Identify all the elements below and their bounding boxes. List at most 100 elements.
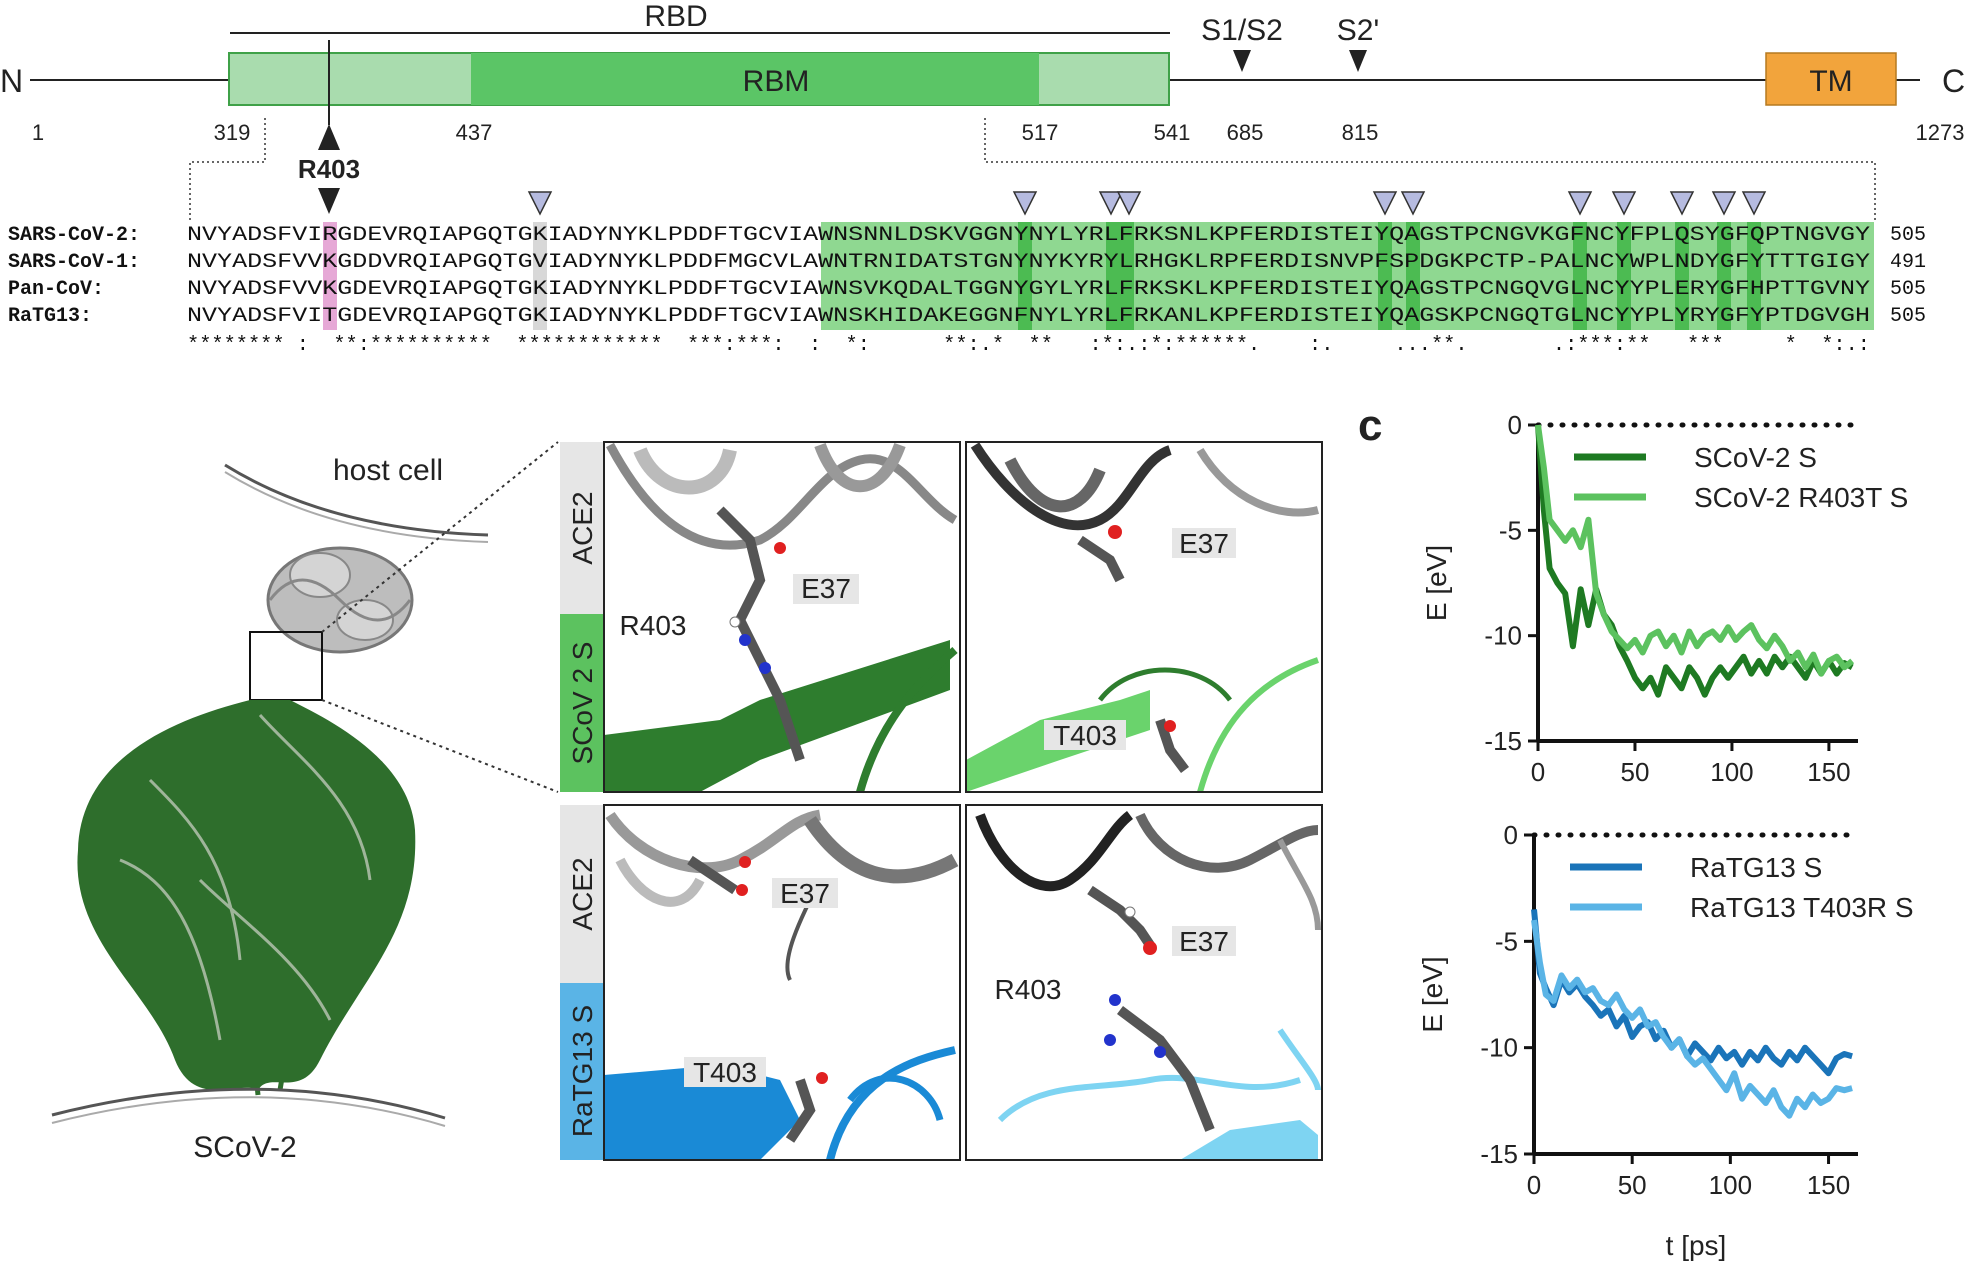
interface-panel-ratg13-t403: E37 T403 [603,804,961,1161]
position-517: 517 [1022,120,1059,145]
alignment-row-name: Pan-CoV: [8,278,104,301]
e37-residue-label: E37 [1179,926,1229,957]
r403-residue-label: R403 [995,974,1062,1005]
contact-marker-icon [1012,191,1038,216]
series-line-1 [1535,424,1855,677]
x-tick-label: 50 [1621,757,1650,787]
tm-label: TM [1809,65,1852,98]
s2prime-cleavage-arrow [1349,50,1367,72]
y-tick-label: -5 [1499,515,1522,545]
contact-marker-icon [1116,191,1142,216]
contact-marker-icon [1611,191,1637,216]
contact-marker-icon [527,191,553,216]
contact-column-4 [1406,222,1420,330]
virus-membrane [51,1087,446,1120]
c-terminus-label: C [1942,63,1965,99]
y-tick-label: 0 [1504,820,1518,850]
s1s2-cleavage-arrow [1233,50,1251,72]
host-cell-label: host cell [333,454,443,487]
position-685: 685 [1227,120,1264,145]
zoom-guide-right [984,118,1876,222]
e37-residue-label: E37 [801,573,851,604]
t403-residue-label: T403 [1053,720,1117,751]
ace2-tab-label: ACE2 [567,857,598,930]
series-line-0 [1535,424,1854,698]
ratg13-s-tab-label: RaTG13 S [567,1005,598,1137]
s1s2-label: S1/S2 [1201,14,1283,47]
position-437: 437 [456,120,493,145]
ace2-tab [560,442,604,614]
alignment-row-end: 505 [1890,278,1926,301]
position-1273: 1273 [1916,120,1965,145]
interface-panel-ratg13-r403: E37 R403 [965,804,1323,1161]
position-319: 319 [214,120,251,145]
contact-markers [527,191,1767,216]
panel-c-label: c [1358,401,1382,450]
domain-map: N C RBD RBM TM S1/S2 S2' R403 1 319 437 … [0,0,1965,222]
x-axis-label: t [ps] [1666,1230,1727,1261]
ace2-structure [266,546,414,654]
s2prime-label: S2' [1337,14,1379,47]
zoom-guide-top [321,441,559,633]
contact-column-5 [1573,222,1587,330]
contact-column-1 [1018,222,1032,330]
alignment-row-sequence: NVYADSFVVKGDDVRQIAPGQTGVIADYNYKLPDDFMGCV… [187,251,1870,274]
series-line-1 [1531,919,1853,1119]
x-tick-label: 50 [1618,1170,1647,1200]
alignment-row-name: SARS-CoV-1: [8,251,140,274]
alignment-row-sequence: NVYADSFVIRGDEVRQIAPGQTGKIADYNYKLPDDFTGCV… [187,224,1870,247]
position-1: 1 [32,120,44,145]
contact-column-9 [1747,222,1761,330]
alignment-row-name: SARS-CoV-2: [8,224,140,247]
legend-label: SCoV-2 S [1694,442,1817,473]
y-tick-label: -10 [1480,1033,1518,1063]
y-tick-label: -10 [1484,621,1522,651]
zoom-guide-left [189,118,266,222]
alignment-row-sequence: NVYADSFVITGDEVRQIAPGQTGKIADYNYKLPDDFTGCV… [187,305,1870,328]
alignment-row-end: 505 [1890,305,1926,328]
r403-residue-label: R403 [620,610,687,641]
k417-column-highlight [533,222,547,330]
contact-column-8 [1717,222,1731,330]
y-tick-label: -15 [1480,1139,1518,1169]
x-tick-label: 100 [1710,757,1753,787]
y-tick-label: 0 [1508,410,1522,440]
e37-residue-label: E37 [780,878,830,909]
position-541: 541 [1154,120,1191,145]
contact-column-3 [1378,222,1392,330]
sequence-alignment: SARS-CoV-2: NVYADSFVIRGDEVRQIAPGQTGKIADY… [8,191,1926,357]
r403-down-arrow [318,188,340,214]
interface-panel-scov2-t403: E37 T403 [965,441,1323,793]
ratg13-s-tab [560,983,604,1160]
contact-marker-icon [1098,191,1124,216]
contact-marker-icon [1669,191,1695,216]
x-tick-label: 150 [1807,1170,1850,1200]
contact-marker-icon [1567,191,1593,216]
contact-column-2 [1106,222,1134,330]
host-membrane [224,463,489,537]
y-tick-label: -15 [1484,726,1522,756]
e37-residue-label: E37 [1179,528,1229,559]
r403-up-arrow [318,124,340,150]
spike-trimer-structure [77,700,416,1096]
t403-residue-label: T403 [693,1057,757,1088]
rbm-domain [471,53,1039,105]
ace2-tab-label: ACE2 [567,491,598,564]
contact-column-6 [1617,222,1631,330]
contact-column-7 [1675,222,1689,330]
rbd-label: RBD [644,0,707,33]
rbm-region-highlight [821,222,1874,330]
r403-column-highlight [323,222,337,330]
scov2-s-tab [560,614,604,792]
alignment-highlights [323,222,1874,330]
y-axis-label: E [eV] [1417,956,1448,1032]
position-815: 815 [1342,120,1379,145]
virus-label: SCoV-2 [193,1131,296,1164]
ace2-tab [560,805,604,983]
x-tick-label: 100 [1709,1170,1752,1200]
contact-marker-icon [1741,191,1767,216]
tm-domain [1765,52,1897,106]
